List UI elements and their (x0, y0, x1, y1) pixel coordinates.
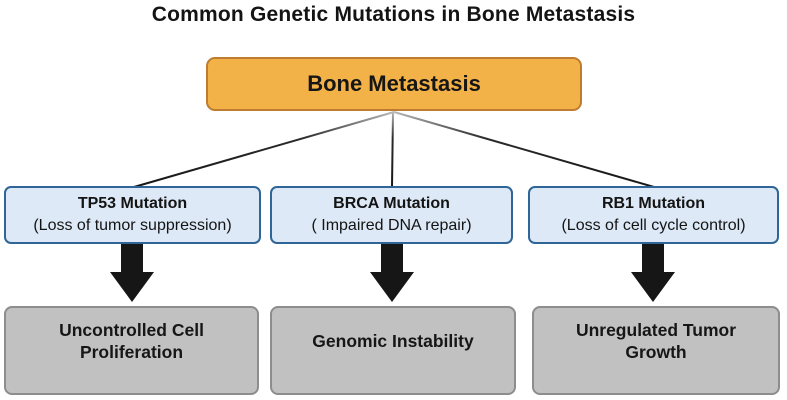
diagram-title: Common Genetic Mutations in Bone Metasta… (151, 3, 636, 26)
outcome-label: Unregulated Tumor Growth (575, 319, 737, 362)
node-outcome-instability: Genomic Instability (270, 306, 516, 395)
node-bone-metastasis: Bone Metastasis (206, 57, 582, 111)
node-mutation-tp53: TP53 Mutation (Loss of tumor suppression… (4, 186, 261, 244)
connector-line-middle (391, 111, 394, 188)
outcome-label: Genomic Instability (312, 330, 474, 351)
node-mutation-brca: BRCA Mutation ( Impaired DNA repair) (270, 186, 513, 244)
mutation-name: RB1 Mutation (601, 195, 706, 212)
mutation-name: BRCA Mutation (333, 195, 450, 212)
mutation-name: TP53 Mutation (77, 195, 188, 212)
connector-line-left (133, 111, 395, 188)
node-outcome-growth: Unregulated Tumor Growth (532, 306, 780, 395)
down-arrow-icon (631, 244, 675, 302)
down-arrow-icon (370, 244, 414, 302)
outcome-label: Uncontrolled Cell Proliferation (59, 319, 204, 362)
root-node-label: Bone Metastasis (307, 71, 481, 96)
node-outcome-proliferation: Uncontrolled Cell Proliferation (4, 306, 259, 395)
mutation-effect: ( Impaired DNA repair) (311, 217, 472, 234)
connector-line-right (393, 111, 655, 188)
node-mutation-rb1: RB1 Mutation (Loss of cell cycle control… (528, 186, 779, 244)
mutation-effect: (Loss of tumor suppression) (33, 217, 232, 234)
mutation-effect: (Loss of cell cycle control) (561, 217, 746, 234)
down-arrow-icon (110, 244, 154, 302)
